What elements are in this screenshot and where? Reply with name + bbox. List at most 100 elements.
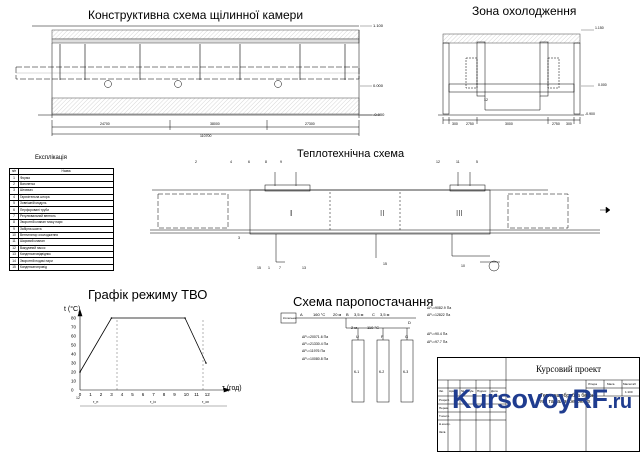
steam-node-b: B bbox=[346, 312, 349, 317]
callout-5: 5 bbox=[476, 160, 478, 164]
x-tick-label: 7 bbox=[152, 392, 155, 397]
temperature-point bbox=[205, 362, 207, 364]
zone-1-label: I bbox=[290, 209, 292, 218]
legend-row-name: Конденсатовідвідник bbox=[18, 251, 114, 259]
x-tick-label: 11 bbox=[194, 392, 199, 397]
cooling-dim-4: 2750 bbox=[552, 122, 560, 126]
steam-pressure-l4: ΔPₛ=10080.8 Па bbox=[302, 357, 329, 361]
x-tick-label: 2 bbox=[100, 392, 103, 397]
cooling-dim-5: 300 bbox=[566, 122, 572, 126]
legend-row-name: Конденсатопровід bbox=[18, 263, 114, 272]
steam-unit-g: G bbox=[405, 334, 409, 339]
chamber-section bbox=[15, 25, 380, 136]
watermark-tld: .ru bbox=[607, 391, 633, 413]
zone-2-label: II bbox=[380, 209, 384, 218]
graph-x-label: τ (год) bbox=[222, 385, 242, 392]
stamp-role-4: Н.контр. bbox=[439, 422, 451, 426]
steam-pressure-r4: ΔPₛ=97.7 Па bbox=[427, 340, 448, 344]
legend-row-number: 15 bbox=[9, 263, 19, 272]
steam-len-2: 3,5 м bbox=[354, 312, 364, 317]
temperature-point bbox=[110, 317, 113, 319]
steam-scheme bbox=[280, 312, 416, 403]
x-tick-label: 6 bbox=[142, 392, 145, 397]
chamber-level-zero: 0.000 bbox=[373, 83, 384, 88]
y-tick-label: 70 bbox=[71, 325, 77, 330]
y-tick-label: 40 bbox=[71, 352, 77, 357]
chamber-level-bottom: -0.900 bbox=[373, 112, 385, 117]
y-tick-label: 0 bbox=[71, 388, 74, 393]
callout-9: 9 bbox=[280, 160, 282, 164]
callout-15b: 15 bbox=[383, 262, 387, 266]
x-tick-label: 1 bbox=[89, 392, 92, 397]
stamp-col-scale: Масштаб bbox=[623, 382, 636, 386]
stamp-scale-value: 1:100 bbox=[625, 390, 633, 394]
callout-7: 7 bbox=[279, 266, 281, 270]
cooling-dim-2: 2750 bbox=[466, 122, 474, 126]
project-topic: Теплова обробка бетону bbox=[540, 393, 598, 399]
y-tick-label: 20 bbox=[71, 370, 77, 375]
x-tick-label: 5 bbox=[131, 392, 134, 397]
x-tick-label: 12 bbox=[205, 392, 211, 397]
chamber-dim-2: 38000 bbox=[210, 122, 220, 126]
callout-10: 10 bbox=[461, 264, 465, 268]
chamber-title: Конструктивна схема щілинної камери bbox=[88, 8, 304, 22]
thermal-title: Теплотехнічна схема bbox=[297, 148, 405, 160]
steam-chamber-k2: К-2 bbox=[379, 370, 385, 374]
steam-chamber-k3: К-3 bbox=[403, 370, 409, 374]
steam-unit-f: F bbox=[381, 334, 384, 339]
graph-x-end: 12 bbox=[76, 396, 80, 400]
y-tick-label: 60 bbox=[71, 334, 77, 339]
x-tick-label: 0 bbox=[79, 392, 82, 397]
x-tick-label: 4 bbox=[121, 392, 124, 397]
y-tick-label: 10 bbox=[71, 379, 77, 384]
callout-11: 11 bbox=[456, 160, 460, 164]
stamp-row-label-1: Зм. bbox=[439, 389, 444, 393]
callout-12: 12 bbox=[436, 160, 440, 164]
watermark-logo[interactable]: KursovoyRF.ru bbox=[452, 384, 632, 415]
y-tick-label: 50 bbox=[71, 343, 77, 348]
stamp-row-label-5: Дата bbox=[491, 389, 498, 393]
cooling-dim-1: 300 bbox=[452, 122, 458, 126]
chamber-level-top: 1.100 bbox=[373, 23, 384, 28]
x-tick-label: 9 bbox=[173, 392, 176, 397]
steam-temp-1: 160 °C bbox=[313, 312, 326, 317]
y-tick-label: 30 bbox=[71, 361, 77, 366]
cooling-level-top: 1.150 bbox=[595, 26, 604, 30]
chamber-dim-total: 110700 bbox=[200, 134, 212, 138]
project-title: Курсовий проект bbox=[536, 364, 602, 374]
steam-pressure-r1: ΔPₛ=9082.9 Па bbox=[427, 306, 452, 310]
steam-len-1: 20 м bbox=[333, 312, 342, 317]
stamp-role-2: Перев. bbox=[439, 406, 449, 410]
callout-13: 13 bbox=[302, 266, 306, 270]
stamp-col-letter: Літера bbox=[588, 382, 597, 386]
stamp-role-1: Розроб. bbox=[439, 398, 450, 402]
callout-8: 8 bbox=[265, 160, 267, 164]
tvo-graph bbox=[77, 309, 231, 407]
thermal-scheme bbox=[150, 172, 611, 272]
steam-chamber-k1: К-1 bbox=[354, 370, 360, 374]
cooling-dim-3: 3000 bbox=[505, 122, 513, 126]
steam-pressure-l2: ΔPₛ=21330.4 Па bbox=[302, 342, 329, 346]
cooling-zone-section bbox=[438, 29, 594, 124]
steam-pressure-l3: ΔPₛ=11976 Па bbox=[302, 349, 325, 353]
callout-15a: 15 bbox=[257, 266, 261, 270]
graph-phase-isothermal: τ_із bbox=[150, 400, 156, 404]
x-tick-label: 3 bbox=[110, 392, 113, 397]
graph-phase-cooling: τ_ох bbox=[202, 400, 209, 404]
graph-y-label: t (°C) bbox=[64, 306, 81, 313]
steam-pressure-r2: ΔPₛ=12822 Па bbox=[427, 313, 451, 317]
legend-title: Експлікація bbox=[35, 155, 67, 161]
steam-pressure-l1: ΔPₛ=20071.6 Па bbox=[302, 335, 329, 339]
steam-node-a: A bbox=[300, 312, 303, 317]
callout-6: 6 bbox=[248, 160, 250, 164]
steam-temp-2: 110 °C bbox=[367, 325, 379, 330]
callout-1: 1 bbox=[268, 266, 270, 270]
x-tick-label: 10 bbox=[184, 392, 190, 397]
y-tick-label: 80 bbox=[71, 316, 77, 321]
watermark-main: KursovoyRF bbox=[452, 384, 608, 414]
